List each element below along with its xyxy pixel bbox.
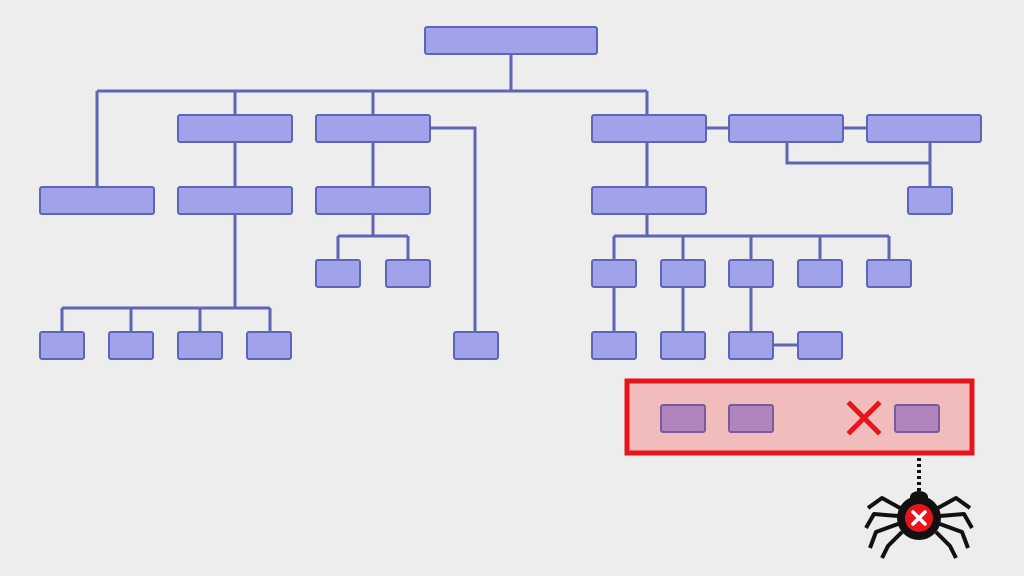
page-node: [728, 259, 774, 288]
orphan-nodes: [660, 404, 940, 433]
page-node: [591, 114, 707, 143]
spider-legs: [864, 496, 974, 559]
tree-edge: [785, 141, 930, 165]
page-node: [591, 186, 707, 215]
page-node: [385, 259, 431, 288]
orphan-pages-panel: [624, 378, 975, 456]
page-node: [660, 259, 706, 288]
root-page-node: [424, 26, 598, 55]
orphan-page-node: [660, 404, 706, 433]
orphan-page-node: [728, 404, 774, 433]
page-node: [660, 331, 706, 360]
page-node: [246, 331, 292, 360]
tree-edges: [60, 54, 932, 347]
page-node: [728, 114, 844, 143]
page-node: [728, 331, 774, 360]
page-node: [453, 331, 499, 360]
page-node: [591, 259, 637, 288]
page-node: [315, 186, 431, 215]
page-node: [907, 186, 953, 215]
page-node: [39, 186, 155, 215]
page-node: [108, 331, 154, 360]
page-node: [591, 331, 637, 360]
page-node: [866, 259, 912, 288]
orphan-page-node: [894, 404, 940, 433]
tree-edge: [430, 126, 477, 332]
page-node: [315, 259, 361, 288]
page-node: [866, 114, 982, 143]
cross-icon: [846, 400, 882, 436]
page-node: [177, 114, 293, 143]
spider-bug-icon: [864, 458, 974, 559]
page-node: [797, 331, 843, 360]
page-node: [39, 331, 85, 360]
page-node: [177, 331, 223, 360]
page-node: [797, 259, 843, 288]
page-node: [315, 114, 431, 143]
tree-nodes: [39, 26, 982, 360]
page-node: [177, 186, 293, 215]
